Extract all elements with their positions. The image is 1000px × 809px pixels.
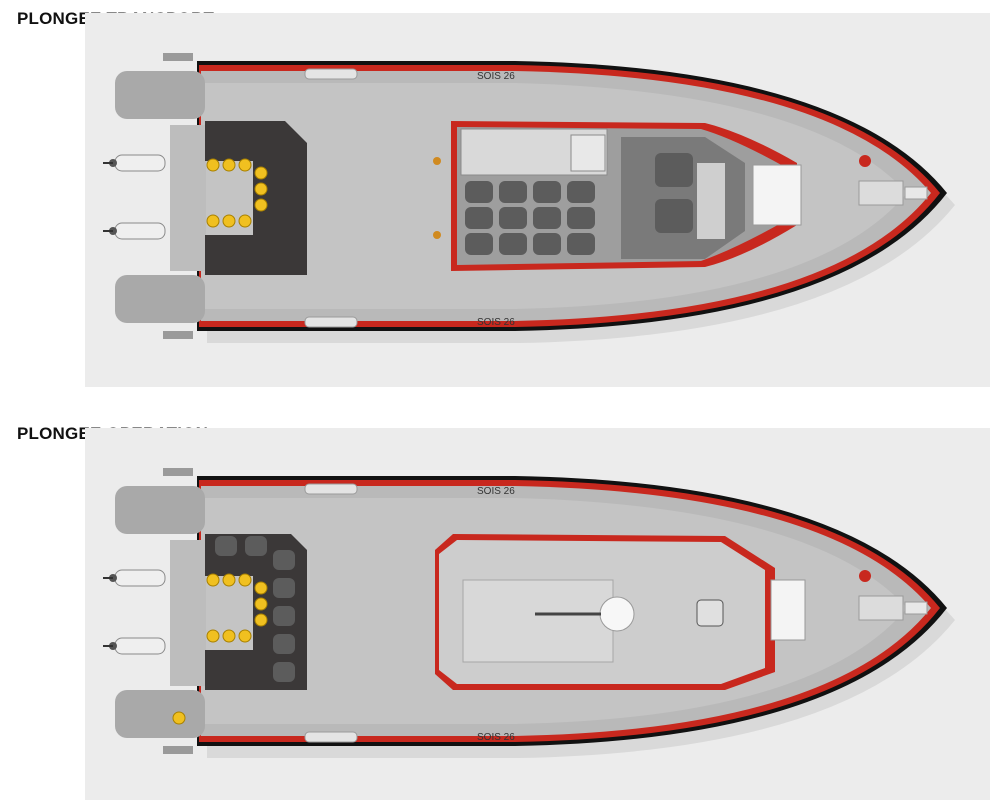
dive-tank [254,166,268,180]
cleat-bottom [163,746,193,754]
stern-tube-bottom [115,690,205,738]
outboard-engine [103,569,166,587]
stern-tube-top [115,486,205,534]
diver-seat [245,536,267,556]
diver-seat [273,578,295,598]
dive-tank [254,182,268,196]
diver-seat [215,536,237,556]
helm-seat [655,153,693,187]
passenger-seat [533,181,561,203]
passenger-seat [567,207,595,229]
passenger-seat [499,233,527,255]
dive-tank [206,158,220,172]
bow-cleat [904,601,928,615]
dive-tank [206,214,220,228]
hull-name-bottom: SOIS 26 [477,317,515,328]
passenger-seat [533,233,561,255]
outboard-engine [103,154,166,172]
cleat-bottom [163,331,193,339]
dive-tank [238,573,252,587]
storage-lid [570,134,606,172]
passenger-seat [567,181,595,203]
roof-panel [462,579,614,663]
bow-cleat [904,186,928,200]
bow-light [859,570,871,582]
outboard-engine [103,637,166,655]
diver-seat [273,662,295,682]
dive-tank [254,613,268,627]
cleat-top [163,468,193,476]
forward-locker [770,579,806,641]
rail-top [304,483,358,495]
dive-tank [238,158,252,172]
outboard-engine [103,222,166,240]
dive-tank [254,597,268,611]
anchor-winch [858,595,904,621]
dive-tank [254,581,268,595]
rail-bottom [304,316,358,328]
stern-tube-bottom [115,275,205,323]
boat-view-operation: SOIS 26 SOIS 26 [85,428,990,800]
passenger-seat [465,207,493,229]
dive-tank [172,711,186,725]
boat-view-transport: SOIS 26 SOIS 26 [85,13,990,387]
hull-name-top: SOIS 26 [477,71,515,82]
hull-name-top: SOIS 26 [477,486,515,497]
diver-seat [273,550,295,570]
boat-drawing: SOIS 26 SOIS 26 [103,468,955,758]
anchor-winch [858,180,904,206]
cleat-top [163,53,193,61]
hull-name-bottom: SOIS 26 [477,732,515,743]
passenger-seat [499,181,527,203]
bow-light [859,155,871,167]
passenger-seat [499,207,527,229]
deck-fitting [433,157,441,165]
transom [170,125,206,271]
dive-tank [222,629,236,643]
rail-top [304,68,358,80]
passenger-seat [567,233,595,255]
dive-tank [238,214,252,228]
rail-bottom [304,731,358,743]
passenger-seat [465,181,493,203]
boat-drawing: SOIS 26 SOIS 26 [103,53,955,343]
diver-seat [273,606,295,626]
stern-tube-top [115,71,205,119]
passenger-seat [533,207,561,229]
dive-tank [222,158,236,172]
dive-tank [238,629,252,643]
forward-locker [752,164,802,226]
dive-tank [206,573,220,587]
dashboard [697,163,725,239]
dive-tank [206,629,220,643]
dive-tank [222,573,236,587]
radar-dome [599,596,635,632]
deck-fitting [433,231,441,239]
helm-seat [655,199,693,233]
passenger-seat [465,233,493,255]
diver-seat [273,634,295,654]
hatch [696,599,724,627]
transom [170,540,206,686]
dive-tank [254,198,268,212]
dive-tank [222,214,236,228]
